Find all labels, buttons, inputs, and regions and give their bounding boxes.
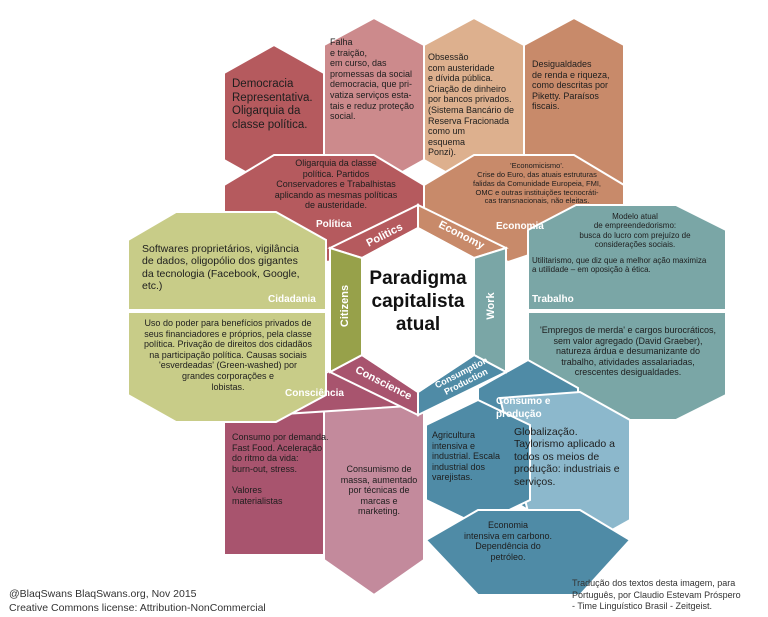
text-falha: Falha e traição, em curso, das promessas… — [330, 37, 415, 122]
section-label-cidadania: Cidadania — [268, 294, 316, 305]
text-modelo: Modelo atual de empreendedorismo: busca … — [579, 212, 691, 250]
text-democracia: Democracia Representativa. Oligarquia da… — [232, 78, 313, 131]
text-uso: Uso do poder para benefícios privados de… — [143, 318, 313, 392]
text-utilitarismo: Utilitarismo, que diz que a melhor ação … — [532, 256, 707, 275]
text-economicismo: 'Economicismo'. Crise do Euro, das atuai… — [473, 161, 601, 206]
section-label-consumo: Consumo e produção — [496, 396, 551, 420]
credit-left: @BlaqSwans BlaqSwans.org, Nov 2015 Creat… — [9, 588, 266, 614]
hex-producao-4 — [424, 509, 632, 596]
text-demanda: Consumo por demanda. Fast Food. Aceleraç… — [232, 432, 329, 506]
section-label-trabalho: Trabalho — [532, 294, 574, 305]
text-globalizacao: Globalização. Taylorismo aplicado a todo… — [514, 426, 620, 488]
hex-producao-3 — [425, 398, 531, 527]
center-hexagon — [361, 226, 475, 394]
section-label-politica: Política — [316, 219, 352, 230]
section-label-consciencia: Consciência — [285, 388, 344, 399]
text-softwares: Softwares proprietários, vigilância de d… — [142, 243, 300, 293]
center-title: Paradigma capitalista atual — [369, 268, 467, 335]
ring-label-citizens: Citizens — [339, 285, 351, 327]
hex-cidadania-1 — [127, 211, 327, 311]
text-empregos: 'Empregos de merda' e cargos burocrático… — [539, 325, 717, 378]
hex-cidadania-2 — [127, 311, 327, 423]
text-obsessao: Obsessão com austeridade e dívida públic… — [428, 52, 515, 158]
text-desigualdades: Desigualdades de renda e riqueza, como d… — [532, 59, 610, 112]
text-oligarquia: Oligarquia da classe política. Partidos … — [274, 158, 398, 211]
text-carbono: Economia intensiva em carbono. Dependênc… — [463, 520, 553, 562]
text-massa: Consumismo de massa, aumentado por técni… — [340, 464, 418, 517]
ring-label-work: Work — [485, 291, 497, 319]
credit-right: Tradução dos textos desta imagem, para P… — [572, 578, 741, 612]
section-label-economia: Economia — [496, 221, 544, 232]
text-agricultura: Agricultura intensiva e industrial. Esca… — [432, 430, 501, 483]
hex-trabalho-1 — [527, 204, 727, 311]
